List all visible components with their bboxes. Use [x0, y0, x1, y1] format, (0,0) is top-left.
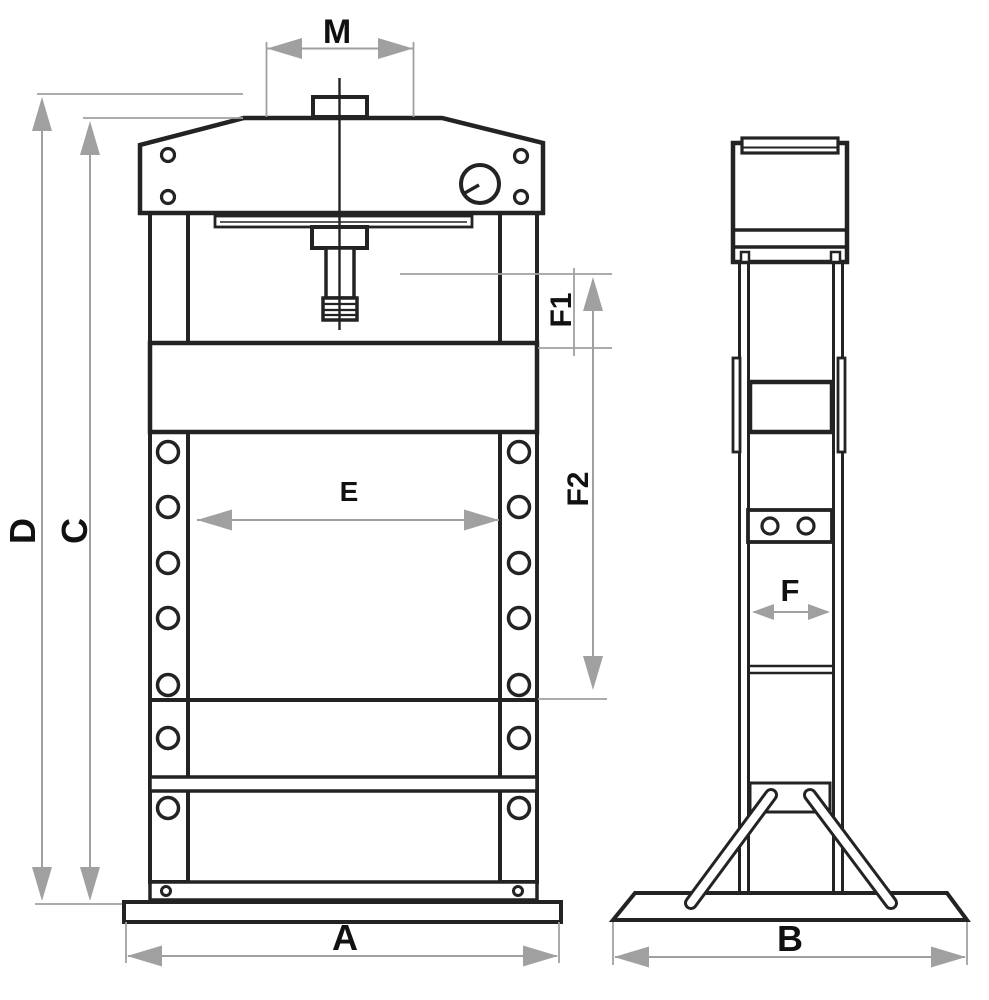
dimension-A: A	[125, 917, 560, 967]
pin-hole	[506, 605, 532, 631]
rail-notch	[829, 250, 842, 264]
side-head-block	[730, 140, 850, 265]
pin-hole	[155, 672, 181, 698]
pin-hole	[155, 795, 181, 821]
pin-hole	[155, 494, 181, 520]
dimension-label-E: E	[340, 476, 359, 507]
head-hole	[512, 147, 530, 165]
dimension-label-F: F	[781, 573, 800, 608]
table-end-plate	[836, 356, 847, 454]
arrowhead	[583, 277, 603, 311]
support-leg-fill	[806, 791, 895, 907]
arrowhead	[127, 945, 162, 967]
arrowhead	[523, 945, 558, 967]
dimension-D: D	[2, 93, 243, 901]
base-plate	[122, 900, 563, 924]
arrowhead	[80, 867, 100, 901]
dimension-F2: F2	[562, 277, 603, 690]
thin-rung-band	[148, 775, 539, 793]
table-end-plate	[731, 356, 742, 454]
right-column-holes	[506, 439, 532, 821]
arrowhead	[752, 604, 774, 620]
pin-hole	[506, 795, 532, 821]
dimension-label-M: M	[323, 13, 351, 51]
foot-strip	[148, 880, 539, 902]
pin-hole	[506, 494, 532, 520]
dimension-annotations: M D C E	[2, 13, 968, 968]
press-head	[137, 115, 546, 216]
arrowhead	[32, 97, 52, 131]
dimension-F1: F1	[545, 268, 578, 356]
pin-hole	[155, 439, 181, 465]
pin-hole	[506, 439, 532, 465]
pin-hole	[796, 516, 816, 536]
support-leg-fill	[687, 791, 775, 907]
arrowhead	[583, 656, 603, 690]
press-table	[147, 340, 540, 435]
dimension-label-A: A	[332, 917, 358, 958]
foot-bolt	[512, 885, 524, 897]
dimension-E: E	[197, 476, 499, 531]
arrowhead	[32, 867, 52, 901]
dimension-label-F2: F2	[562, 471, 595, 506]
arrowhead	[378, 38, 413, 59]
side-table	[747, 379, 835, 435]
dimension-B: B	[612, 918, 968, 968]
pin-hole	[760, 516, 780, 536]
dimension-label-B: B	[777, 918, 803, 959]
left-column-holes	[155, 439, 181, 821]
dimension-label-C: C	[54, 518, 95, 544]
head-hole	[159, 188, 177, 206]
arrowhead	[931, 946, 966, 968]
side-view	[608, 136, 971, 922]
dimension-label-F1: F1	[545, 292, 578, 327]
dimension-M: M	[265, 13, 415, 117]
head-hole	[512, 188, 530, 206]
arrowhead	[197, 509, 232, 531]
side-head-lip	[740, 136, 840, 155]
pin-hole	[506, 550, 532, 576]
side-base	[608, 891, 971, 922]
foot-bolt	[160, 885, 172, 897]
arrowhead	[808, 604, 830, 620]
pressure-gauge-icon	[459, 163, 501, 205]
front-view	[122, 78, 563, 924]
arrowhead	[614, 946, 649, 968]
pin-hole	[155, 550, 181, 576]
pin-hole	[155, 725, 181, 751]
arrowhead	[464, 509, 499, 531]
pin-hole	[506, 725, 532, 751]
dimension-C: C	[35, 117, 243, 905]
arrowhead	[267, 38, 302, 59]
dimension-label-D: D	[2, 518, 43, 544]
head-hole	[159, 146, 177, 164]
pin-hole	[506, 672, 532, 698]
dimension-F: F	[752, 573, 830, 620]
rail-notch	[739, 250, 751, 264]
arrowhead	[80, 121, 100, 155]
gauge-needle	[462, 183, 480, 196]
pin-hole	[155, 605, 181, 631]
